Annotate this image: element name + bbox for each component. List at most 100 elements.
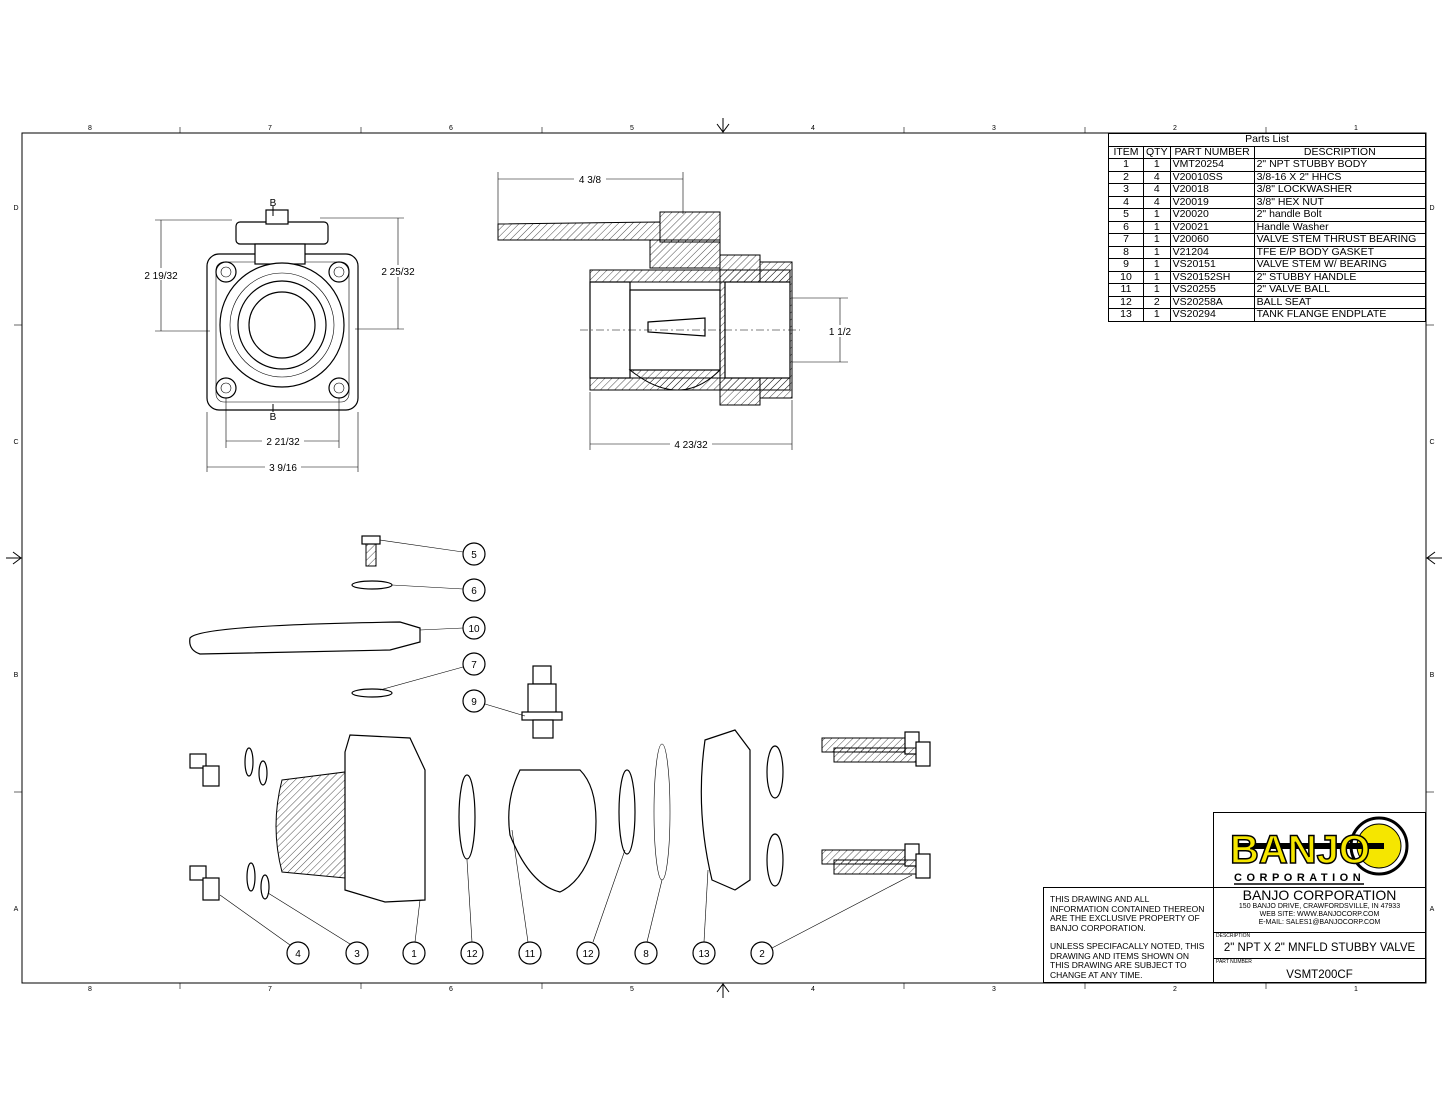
description-cell: 2" VALVE BALL [1253, 283, 1427, 297]
qty-cell: 1 [1143, 258, 1171, 272]
svg-text:D: D [13, 205, 18, 212]
description-cell: 2" STUBBY HANDLE [1253, 270, 1427, 284]
parts-list-table: Parts List ITEM QTY PART NUMBER DESCRIPT… [1108, 133, 1427, 322]
svg-text:7: 7 [471, 660, 477, 671]
exploded-view [189, 535, 931, 903]
qty-cell: 1 [1143, 283, 1171, 297]
front-dimension-labels: 2 19/32 2 25/32 2 21/32 3 9/16 B B [140, 198, 420, 474]
svg-text:1: 1 [411, 949, 417, 960]
part-number-cell: V20018 [1169, 183, 1255, 197]
balloon-7: 7 [462, 652, 486, 676]
company-box: BANJO CORPORATION 150 BANJO DRIVE, CRAWF… [1213, 887, 1426, 933]
svg-text:3: 3 [992, 986, 996, 993]
svg-text:B: B [14, 672, 19, 679]
qty-cell: 1 [1143, 158, 1171, 172]
description-cell: 2" handle Bolt [1253, 208, 1427, 222]
svg-text:6: 6 [449, 125, 453, 132]
svg-text:4: 4 [811, 125, 815, 132]
item-cell: 8 [1108, 245, 1144, 259]
part-number-cell: V20021 [1169, 220, 1255, 234]
qty-cell: 1 [1143, 220, 1171, 234]
row-labels: D C B A D C B A [13, 205, 1434, 913]
balloons: 5 6 10 7 9 4 3 1 12 11 12 8 13 2 [286, 542, 774, 965]
part-number-cell: VMT20254 [1169, 158, 1255, 172]
part-number-cell: VS20255 [1169, 283, 1255, 297]
svg-text:8: 8 [88, 125, 92, 132]
balloon-8: 8 [634, 941, 658, 965]
description-box: DESCRIPTION 2" NPT X 2" MNFLD STUBBY VAL… [1213, 932, 1426, 959]
part-number-cell: VS20294 [1169, 308, 1255, 322]
svg-text:CORPORATION: CORPORATION [1234, 872, 1365, 884]
property-notes: THIS DRAWING AND ALL INFORMATION CONTAIN… [1043, 887, 1214, 983]
item-cell: 7 [1108, 233, 1144, 247]
balloon-9: 9 [462, 689, 486, 713]
svg-text:3: 3 [354, 949, 360, 960]
section-label-bottom: B [270, 412, 277, 423]
part-number-cell: V20019 [1169, 195, 1255, 209]
svg-text:8: 8 [88, 986, 92, 993]
balloon-12a: 12 [460, 941, 484, 965]
item-cell: 5 [1108, 208, 1144, 222]
svg-text:8: 8 [643, 949, 649, 960]
svg-text:5: 5 [471, 550, 477, 561]
balloon-2: 2 [750, 941, 774, 965]
dim-2-19-32: 2 19/32 [144, 271, 178, 282]
column-labels-top: 8 7 6 5 4 3 2 1 [88, 125, 1358, 132]
part-number-cell: V20020 [1169, 208, 1255, 222]
item-cell: 12 [1108, 295, 1144, 309]
description-cell: 3/8-16 X 2" HHCS [1253, 170, 1427, 184]
svg-text:2: 2 [1173, 986, 1177, 993]
qty-cell: 4 [1143, 195, 1171, 209]
part-number-cell: V20060 [1169, 233, 1255, 247]
description-cell: Handle Washer [1253, 220, 1427, 234]
svg-text:7: 7 [268, 986, 272, 993]
dim-2-21-32: 2 21/32 [266, 437, 300, 448]
logo-box: BANJO CORPORATION [1213, 812, 1426, 888]
balloon-5: 5 [462, 542, 486, 566]
centering-arrows [6, 118, 1442, 998]
part-number-cell: V21204 [1169, 245, 1255, 259]
qty-cell: 1 [1143, 308, 1171, 322]
side-section-view [497, 211, 800, 406]
item-cell: 2 [1108, 170, 1144, 184]
dim-2-25-32: 2 25/32 [381, 267, 415, 278]
svg-text:5: 5 [630, 986, 634, 993]
balloon-4: 4 [286, 941, 310, 965]
balloon-1: 1 [402, 941, 426, 965]
svg-text:2: 2 [759, 949, 765, 960]
qty-cell: 1 [1143, 245, 1171, 259]
svg-text:2: 2 [1173, 125, 1177, 132]
section-label-top: B [270, 198, 277, 209]
description-cell: TANK FLANGE ENDPLATE [1253, 308, 1427, 322]
svg-text:9: 9 [471, 697, 477, 708]
svg-text:D: D [1429, 205, 1434, 212]
svg-text:13: 13 [698, 949, 710, 960]
part-number-box: PART NUMBER VSMT200CF [1213, 958, 1426, 983]
svg-text:A: A [1430, 906, 1435, 913]
dim-4-23-32: 4 23/32 [674, 440, 708, 451]
parts-list-header: ITEM QTY PART NUMBER DESCRIPTION [1108, 145, 1427, 159]
dim-1-1-2: 1 1/2 [829, 327, 852, 338]
svg-text:6: 6 [449, 986, 453, 993]
balloon-13: 13 [692, 941, 716, 965]
item-cell: 9 [1108, 258, 1144, 272]
description-cell: VALVE STEM THRUST BEARING [1253, 233, 1427, 247]
part-number-cell: VS20152SH [1169, 270, 1255, 284]
balloon-10: 10 [462, 616, 486, 640]
dim-3-9-16: 3 9/16 [269, 463, 297, 474]
part-number-value: VSMT200CF [1286, 969, 1353, 981]
side-dimension-labels: 4 3/8 1 1/2 4 23/32 [574, 173, 854, 451]
part-number-cell: V20010SS [1169, 170, 1255, 184]
balloon-leaders [219, 539, 913, 949]
svg-text:C: C [1429, 439, 1434, 446]
front-view [206, 206, 359, 412]
svg-text:6: 6 [471, 586, 477, 597]
